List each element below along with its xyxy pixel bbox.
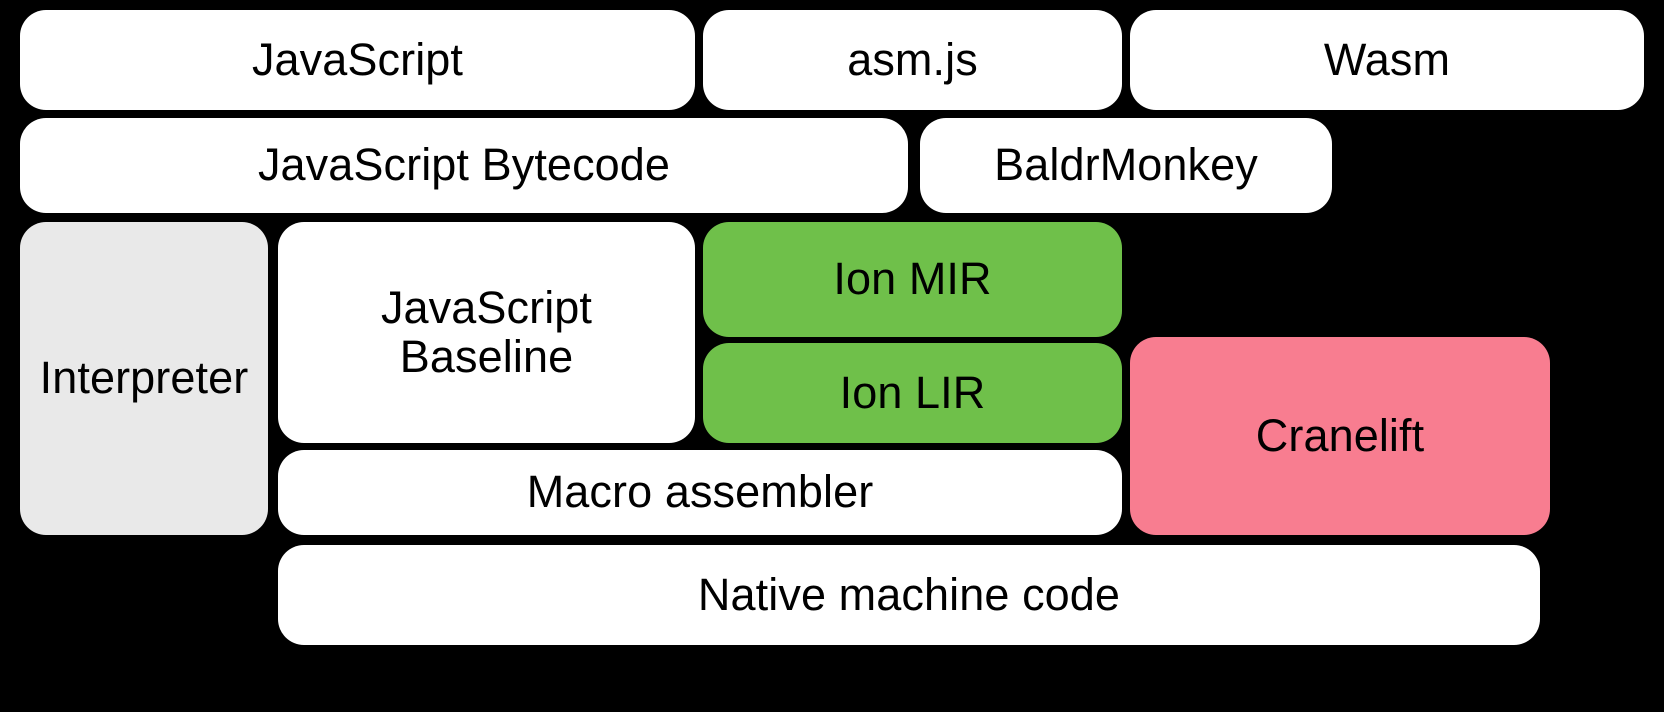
node-label-ion-mir: Ion MIR: [833, 253, 992, 305]
node-ion-lir[interactable]: Ion LIR: [703, 343, 1122, 443]
node-wasm[interactable]: Wasm: [1130, 10, 1644, 110]
node-label-cranelift: Cranelift: [1255, 409, 1425, 461]
node-label-interpreter: Interpreter: [39, 352, 249, 404]
node-label-native-machine-code: Native machine code: [697, 568, 1121, 620]
node-ion-mir[interactable]: Ion MIR: [703, 222, 1122, 337]
node-baldrmonkey[interactable]: BaldrMonkey: [920, 118, 1332, 213]
node-label-ion-lir: Ion LIR: [839, 366, 986, 418]
node-macro-assembler[interactable]: Macro assembler: [278, 450, 1122, 535]
node-javascript-baseline[interactable]: JavaScript Baseline: [278, 222, 695, 443]
node-label-baldrmonkey: BaldrMonkey: [994, 139, 1258, 191]
node-native-machine-code[interactable]: Native machine code: [278, 545, 1540, 645]
node-javascript-bytecode[interactable]: JavaScript Bytecode: [20, 118, 908, 213]
node-interpreter[interactable]: Interpreter: [20, 222, 268, 535]
node-javascript[interactable]: JavaScript: [20, 10, 695, 110]
node-cranelift[interactable]: Cranelift: [1130, 337, 1550, 535]
node-asm-js[interactable]: asm.js: [703, 10, 1122, 110]
node-label-asm-js: asm.js: [847, 33, 978, 85]
node-label-javascript: JavaScript: [251, 33, 464, 85]
node-label-javascript-baseline: JavaScript Baseline: [380, 281, 593, 382]
node-label-wasm: Wasm: [1323, 33, 1451, 85]
node-label-macro-assembler: Macro assembler: [526, 466, 874, 518]
node-label-javascript-bytecode: JavaScript Bytecode: [257, 139, 671, 191]
